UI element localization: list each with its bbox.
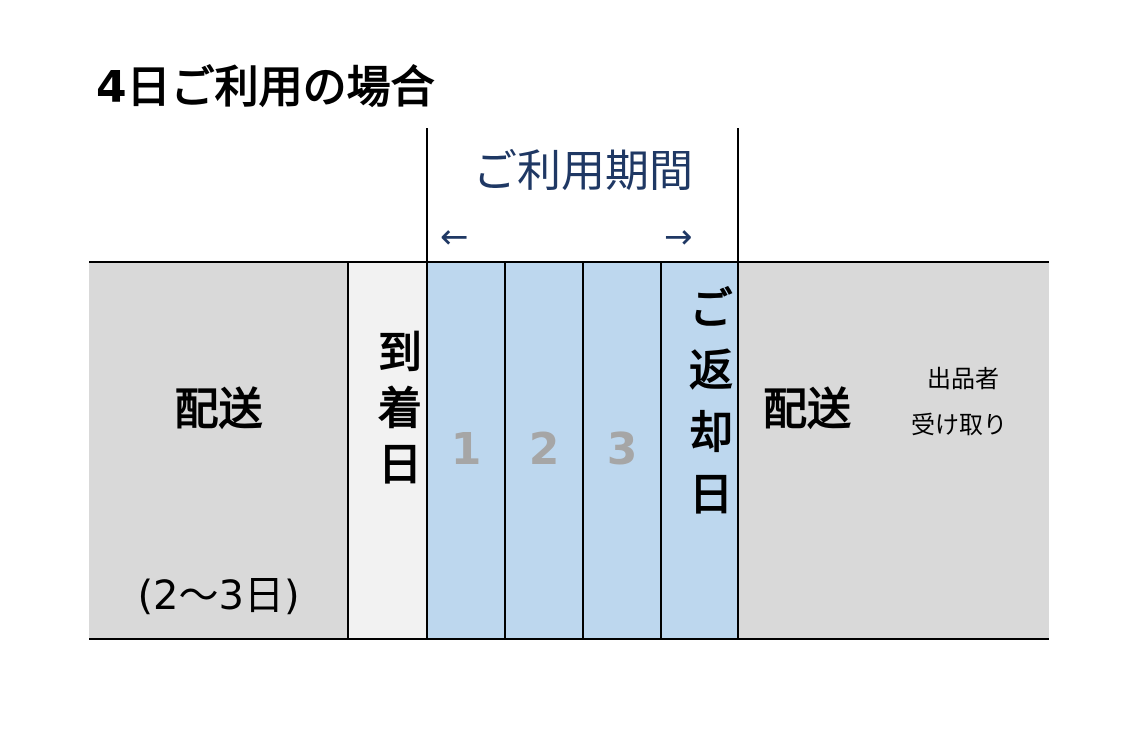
page-title: 4日ご利用の場合 <box>96 62 435 113</box>
arrow-left-icon: ← <box>440 217 469 257</box>
delivery-back-cell: 配送 出品者 受け取り <box>739 263 1049 639</box>
seller-note-line2: 受け取り <box>911 411 1007 439</box>
usage-day-2-number: 2 <box>528 424 560 475</box>
bottom-border-line <box>89 638 1049 640</box>
arrival-day-label: 到着日 <box>370 329 421 497</box>
usage-day-3-cell: 3 <box>584 263 660 639</box>
return-day-cell: ご返却日 <box>662 263 737 639</box>
period-end-line <box>737 128 739 639</box>
period-start-line <box>426 128 428 639</box>
usage-day-1-cell: 1 <box>428 263 504 639</box>
arrival-day-cell: 到着日 <box>349 263 426 639</box>
delivery-out-duration: (2〜3日) <box>137 573 300 619</box>
divider-line <box>347 263 349 639</box>
delivery-out-cell: 配送 (2〜3日) <box>89 263 348 639</box>
divider-line <box>582 263 584 639</box>
usage-period-label: ご利用期間 <box>473 146 693 197</box>
usage-day-2-cell: 2 <box>506 263 582 639</box>
delivery-out-label: 配送 <box>174 384 263 435</box>
usage-day-3-number: 3 <box>606 424 638 475</box>
top-border-line <box>89 261 1049 263</box>
return-day-label: ご返却日 <box>681 285 732 533</box>
divider-line <box>504 263 506 639</box>
usage-day-1-number: 1 <box>450 424 482 475</box>
divider-line <box>660 263 662 639</box>
seller-note-line1: 出品者 <box>927 365 999 393</box>
delivery-back-label: 配送 <box>763 384 851 435</box>
arrow-right-icon: → <box>664 217 693 257</box>
